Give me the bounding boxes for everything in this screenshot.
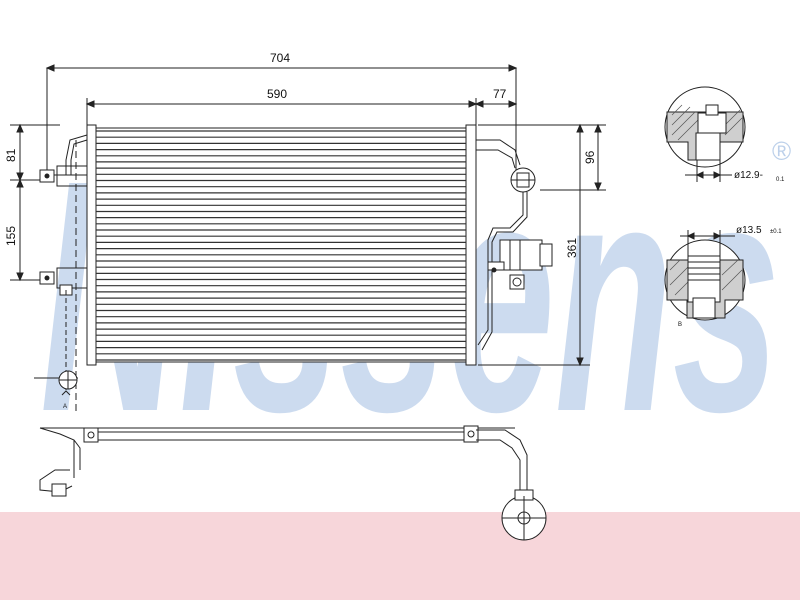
dimension-155 bbox=[10, 178, 40, 282]
dimension-704-label: 704 bbox=[270, 51, 290, 65]
dimension-96-label: 96 bbox=[583, 150, 597, 164]
dimension-77-label: 77 bbox=[493, 87, 507, 101]
fitting-b-tolerance: ±0.1 bbox=[770, 229, 782, 235]
detail-view-a bbox=[664, 86, 746, 182]
fitting-b-diameter: ø13.5 bbox=[736, 225, 762, 236]
view-a-marker: A bbox=[63, 404, 67, 410]
left-pipe-fitting-a bbox=[34, 370, 78, 396]
receiver-drier-bracket bbox=[487, 239, 553, 290]
view-b-marker: B bbox=[678, 322, 682, 328]
dimension-81 bbox=[10, 123, 60, 182]
watermark-registered-mark: ® bbox=[772, 136, 791, 166]
dimension-704 bbox=[45, 64, 518, 175]
dimension-81-label: 81 bbox=[4, 148, 18, 162]
right-outlet-pipe bbox=[476, 139, 536, 351]
bottom-plan-view bbox=[39, 425, 547, 541]
fitting-a-tolerance: 0.1 bbox=[776, 177, 785, 183]
condenser-core bbox=[86, 124, 477, 366]
dimension-590-label: 590 bbox=[267, 87, 287, 101]
dimension-361 bbox=[478, 123, 590, 367]
fitting-a-diameter: ø12.9- bbox=[734, 170, 763, 181]
dimension-155-label: 155 bbox=[4, 226, 18, 246]
dimension-77 bbox=[474, 100, 518, 108]
dimension-96 bbox=[478, 123, 606, 192]
footer-color-band bbox=[0, 512, 800, 600]
dimension-590 bbox=[85, 98, 478, 125]
detail-view-b bbox=[664, 230, 746, 321]
dimension-361-label: 361 bbox=[565, 238, 579, 258]
